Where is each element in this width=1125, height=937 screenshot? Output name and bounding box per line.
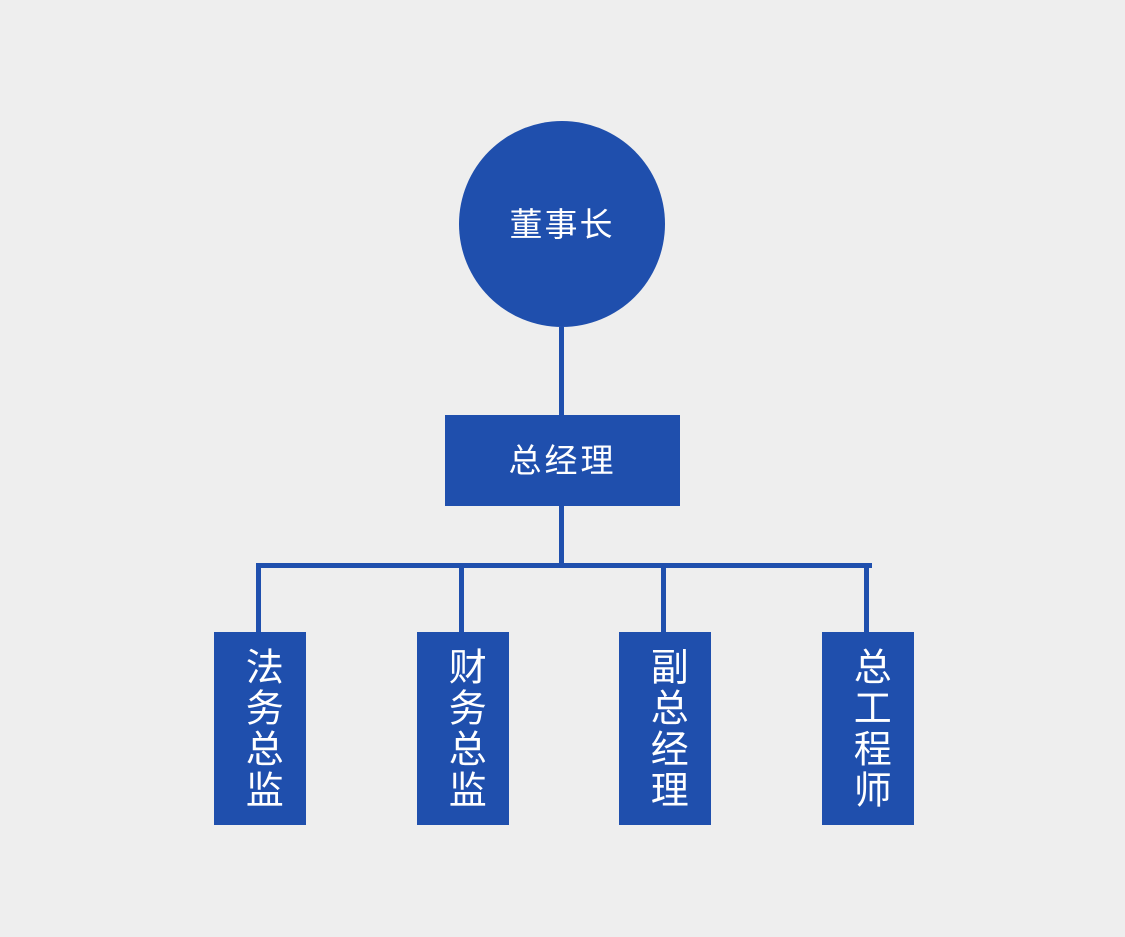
connector-manager-to-bus <box>559 506 564 568</box>
connector-bus-to-deputy-general-manager <box>661 563 666 633</box>
connector-bus-to-legal-director <box>256 563 261 633</box>
node-deputy-general-manager[interactable]: 副总经理 <box>619 632 711 825</box>
node-chief-engineer-label: 总工程师 <box>847 646 890 811</box>
node-chairman[interactable]: 董事长 <box>459 121 665 327</box>
node-legal-director-label: 法务总监 <box>239 646 282 811</box>
node-chairman-label: 董事长 <box>509 205 615 243</box>
node-deputy-general-manager-label: 副总经理 <box>644 646 687 811</box>
connector-horizontal-bus <box>256 563 872 568</box>
node-chief-engineer[interactable]: 总工程师 <box>822 632 914 825</box>
connector-bus-to-chief-engineer <box>864 563 869 633</box>
node-general-manager[interactable]: 总经理 <box>445 415 680 506</box>
connector-chairman-to-manager <box>559 327 564 417</box>
node-finance-director-label: 财务总监 <box>442 646 485 811</box>
connector-bus-to-finance-director <box>459 563 464 633</box>
node-general-manager-label: 总经理 <box>508 442 617 479</box>
node-legal-director[interactable]: 法务总监 <box>214 632 306 825</box>
node-finance-director[interactable]: 财务总监 <box>417 632 509 825</box>
